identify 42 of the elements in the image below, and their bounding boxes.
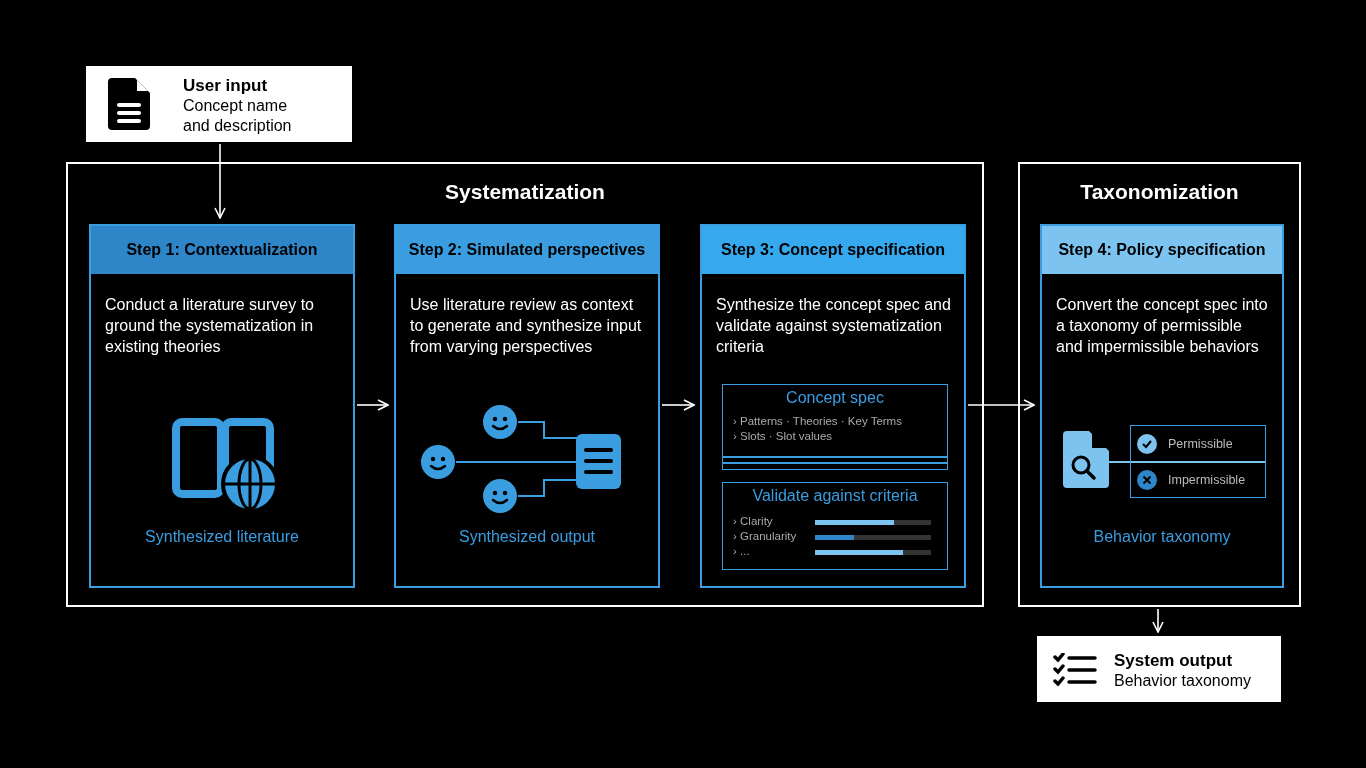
stage-panel	[66, 162, 984, 607]
arrow	[356, 399, 389, 411]
card-title: User input	[183, 76, 268, 96]
stage-title: Systematization	[444, 180, 606, 204]
list-item: › Clarity	[733, 515, 773, 527]
arrow	[661, 399, 695, 411]
card-subtitle: Behavior taxonomy	[1114, 671, 1252, 691]
arrow	[967, 399, 1035, 411]
category-label: Impermissible	[1168, 473, 1246, 487]
stage-title: Taxonomization	[1079, 180, 1240, 204]
info-card	[1037, 636, 1281, 702]
list-item: › ...	[733, 545, 750, 557]
list-item: › Patterns · Theories · Key Terms	[733, 415, 902, 427]
card-title: System output	[1114, 651, 1233, 671]
stage-panel	[1018, 162, 1301, 607]
category-list	[1130, 425, 1266, 498]
step-description: Synthesize the concept spec and validate against systematization criteria	[716, 295, 952, 357]
arrow	[1152, 608, 1164, 633]
list-item: › Slots · Slot values	[733, 430, 833, 442]
info-card	[86, 66, 352, 142]
step-header: Step 3: Concept specification	[702, 226, 964, 274]
step-description: Conduct a literature survey to ground the systematization in existing theories	[105, 295, 315, 357]
step-header: Step 1: Contextualization	[91, 226, 353, 274]
panel-title: Concept spec	[785, 389, 885, 407]
output-caption: Synthesized output	[457, 528, 597, 546]
list-item: › Granularity	[733, 530, 797, 542]
step-header: Step 2: Simulated perspectives	[396, 226, 658, 274]
step-card	[394, 224, 660, 588]
arrow	[214, 143, 226, 219]
card-subtitle: Concept name and description	[183, 96, 293, 136]
step-description: Convert the concept spec into a taxonomy of permissible and impermissible behaviors	[1056, 295, 1269, 357]
output-caption: Synthesized literature	[144, 528, 300, 546]
step-description: Use literature review as context to generate and synthesize input from varying perspectives	[410, 295, 643, 357]
output-caption: Behavior taxonomy	[1092, 528, 1232, 546]
step-header: Step 4: Policy specification	[1042, 226, 1282, 274]
step-card	[700, 224, 966, 588]
criteria-panel	[722, 482, 948, 570]
step-card	[1040, 224, 1284, 588]
category-label: Permissible	[1168, 437, 1233, 451]
spec-panel	[722, 384, 948, 470]
panel-title: Validate against criteria	[751, 487, 919, 505]
step-card	[89, 224, 355, 588]
